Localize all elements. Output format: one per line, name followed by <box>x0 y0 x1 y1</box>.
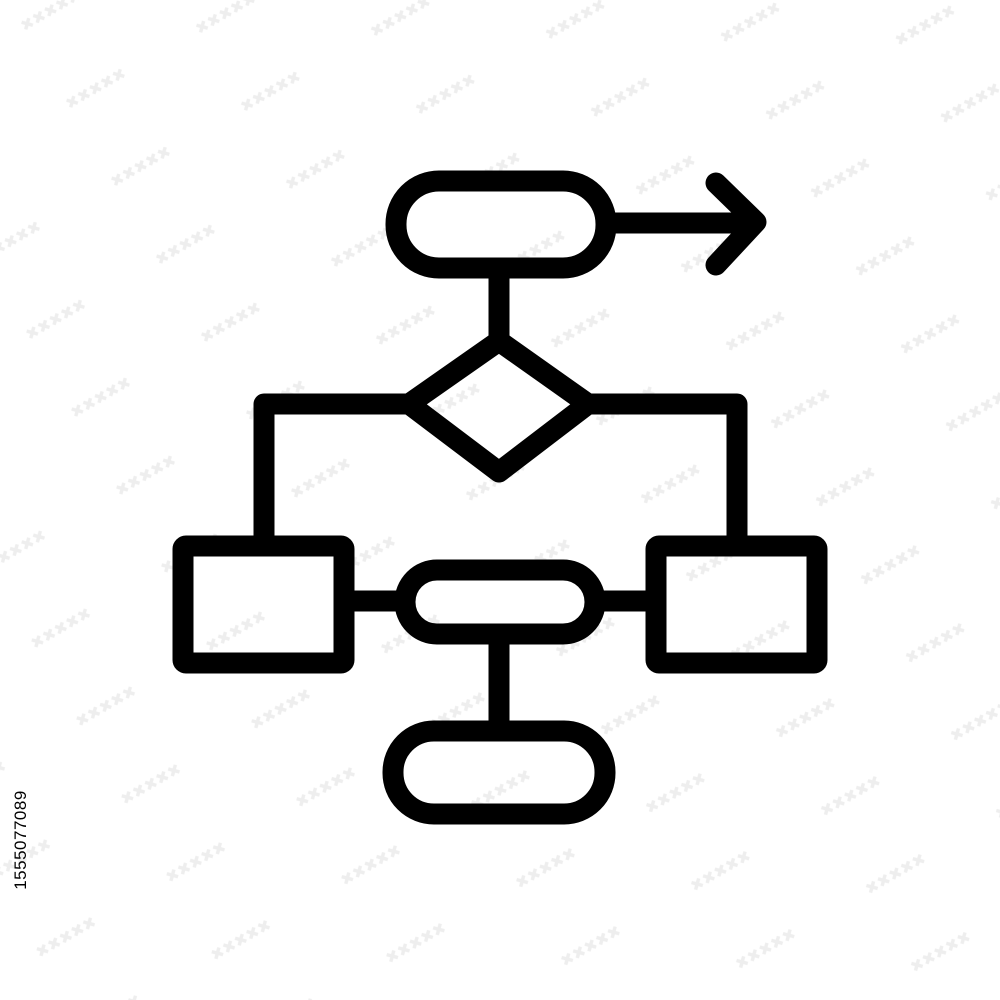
terminator-top <box>385 170 617 279</box>
stock-id-text: 1555077089 <box>11 790 31 890</box>
connector-decision-right <box>577 393 748 556</box>
decision-diamond <box>398 330 599 483</box>
stock-id-label: 1555077089 <box>6 760 36 920</box>
connector-decision-left <box>253 393 420 556</box>
process-box-left <box>172 535 355 674</box>
terminator-bottom <box>382 720 616 825</box>
output-arrow <box>595 172 767 276</box>
process-box-right <box>645 535 828 674</box>
